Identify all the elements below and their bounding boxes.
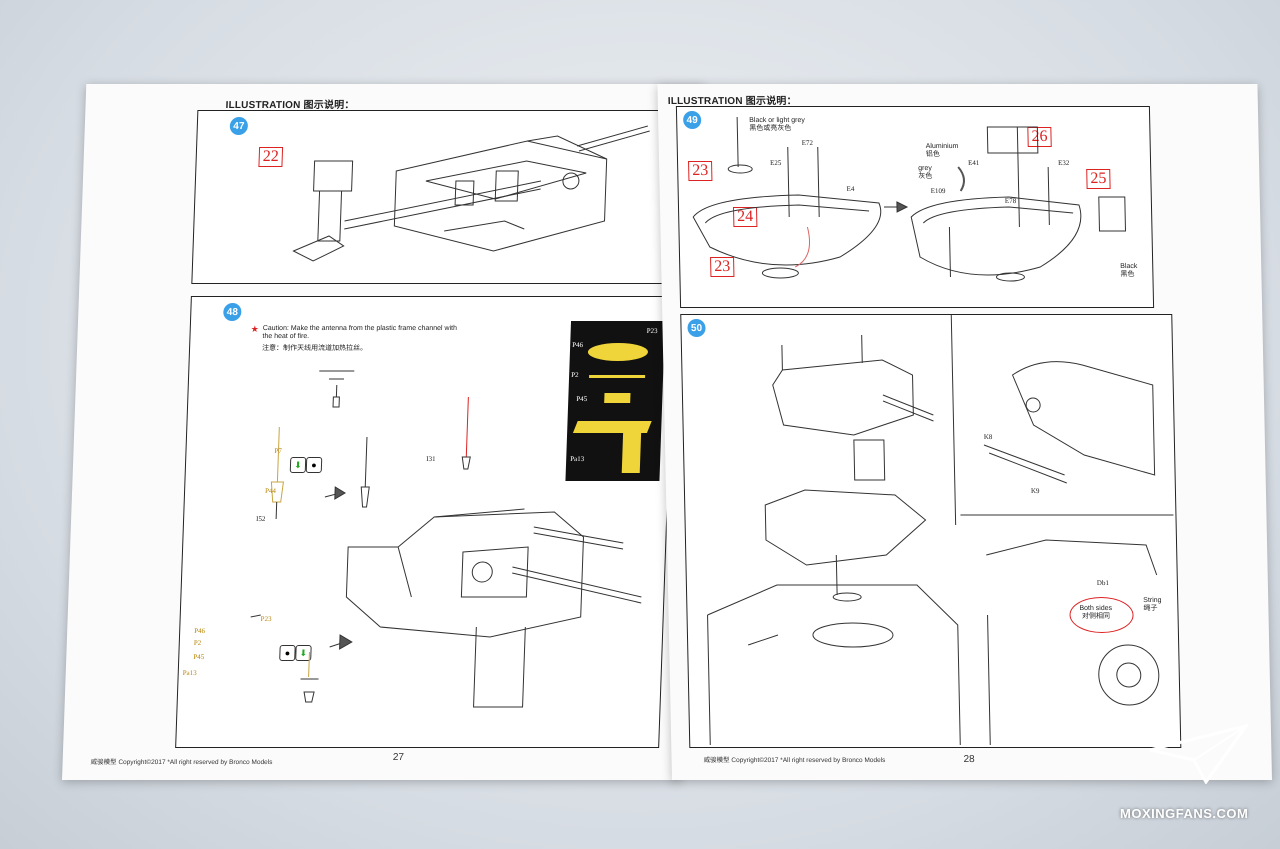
right-header: ILLUSTRATION 图示说明： bbox=[667, 96, 797, 107]
left-page: ILLUSTRATION 图示说明： 47 22 48 ★ Caution: M… bbox=[62, 84, 705, 780]
left-header: ILLUSTRATION 图示说明： bbox=[225, 100, 355, 111]
panel-step-50: 50 K8 K9 Db1 String 绳子 Both sides 对侧相同 bbox=[680, 314, 1182, 748]
turret-interior-drawing bbox=[292, 125, 650, 262]
right-footer: 威骏模型 Copyright©2017 *All right reserved … bbox=[703, 757, 886, 764]
hull-assembly-drawing bbox=[707, 315, 1176, 745]
paper-plane-logo-icon bbox=[1149, 724, 1250, 784]
panel-step-49: 49 23 24 23 26 25 Black or light grey 黑色… bbox=[675, 106, 1155, 308]
panel-step-48: 48 ★ Caution: Make the antenna from the … bbox=[175, 296, 675, 748]
right-page: ILLUSTRATION 图示说明： 49 23 24 23 26 25 Bla… bbox=[657, 84, 1272, 780]
right-page-number: 28 bbox=[963, 754, 975, 765]
panel-step-47: 47 22 bbox=[191, 110, 682, 284]
left-footer: 威骏模型 Copyright©2017 *All right reserved … bbox=[90, 759, 273, 766]
left-page-number: 27 bbox=[392, 752, 405, 763]
watermark: MOXINGFANS.COM bbox=[1120, 806, 1249, 821]
turret-antenna-drawing bbox=[250, 370, 642, 708]
turret-ring-drawing bbox=[692, 117, 1127, 282]
